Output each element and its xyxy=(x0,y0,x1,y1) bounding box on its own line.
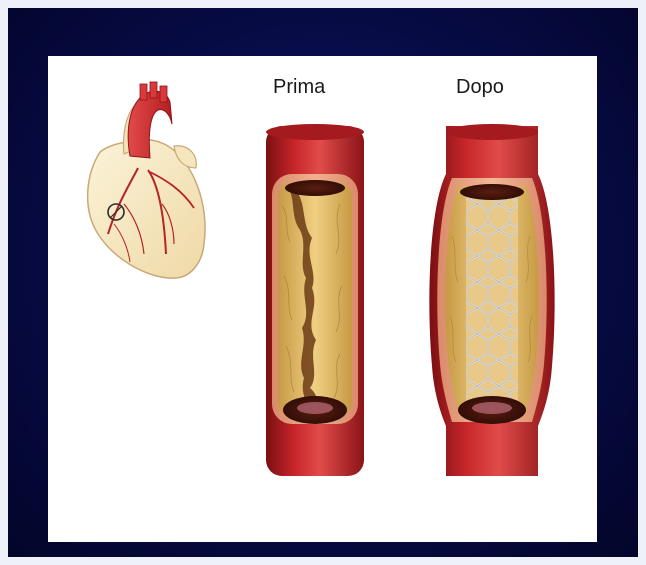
illustration-panel: Prima Dopo xyxy=(48,56,597,542)
narrowed-artery xyxy=(260,126,370,476)
slide-background: Prima Dopo xyxy=(8,8,638,557)
heart-illustration xyxy=(78,84,218,284)
before-label: Prima xyxy=(273,76,325,99)
after-label: Dopo xyxy=(456,76,504,99)
stented-artery xyxy=(422,126,562,476)
